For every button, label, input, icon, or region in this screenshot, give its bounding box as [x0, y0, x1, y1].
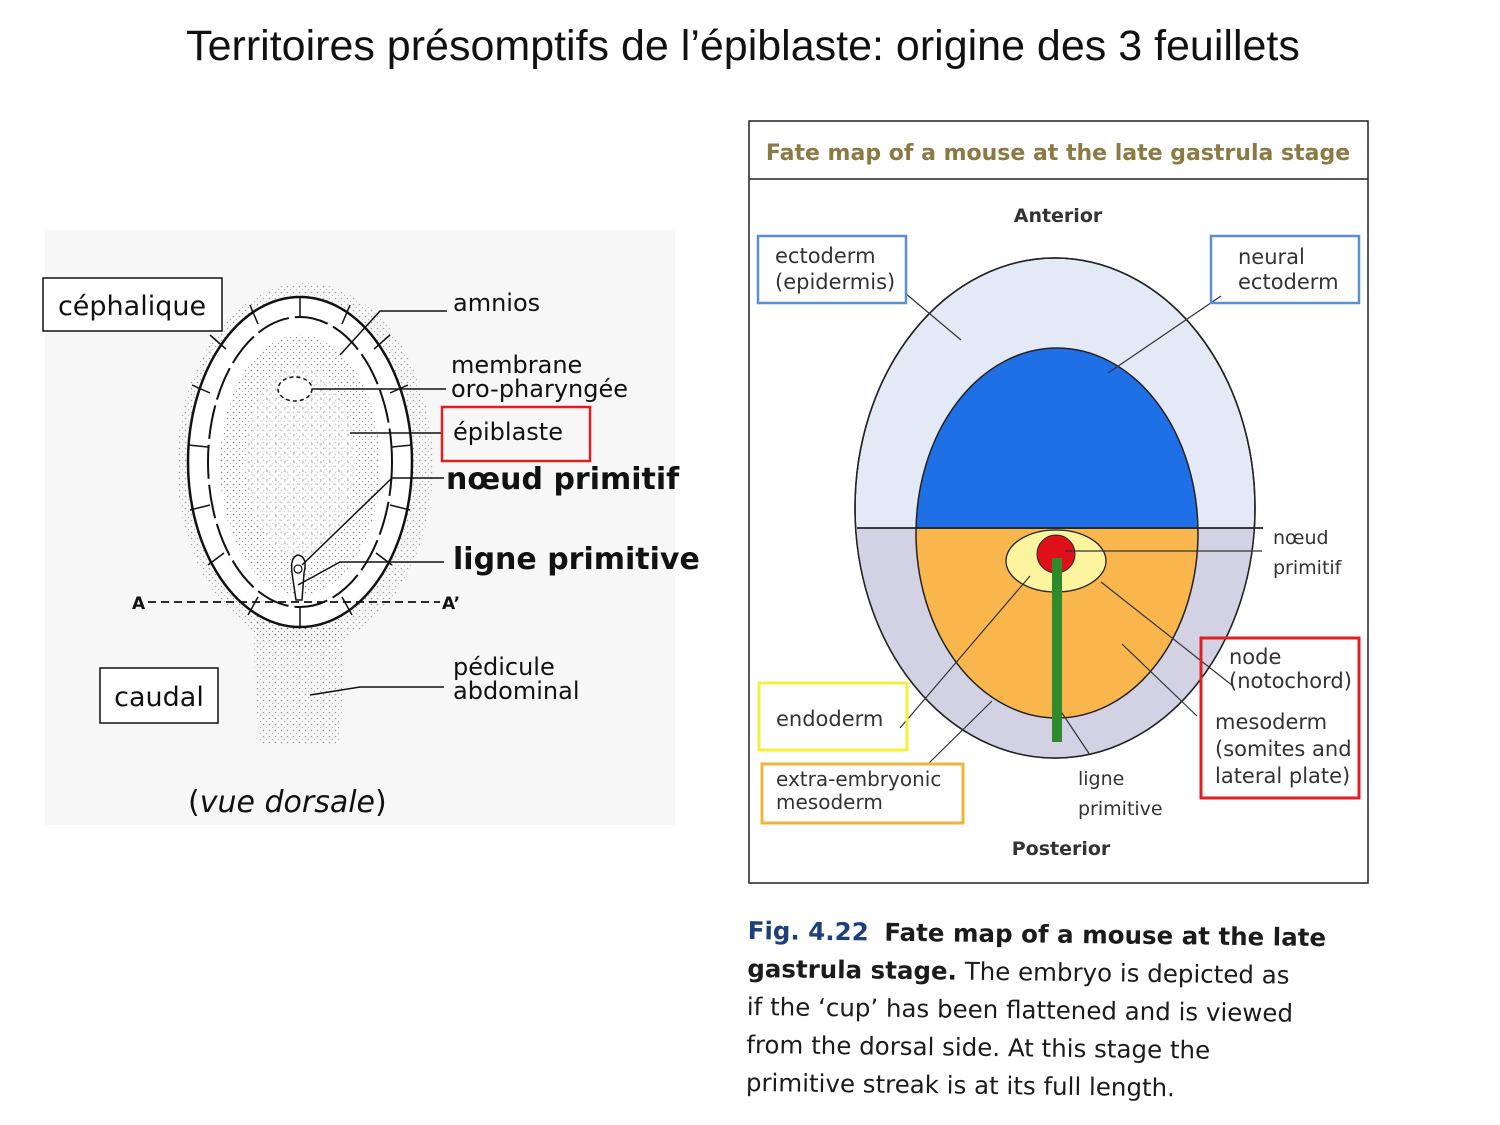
caudal-box: [99, 667, 219, 724]
fate-map-leader-lines: [899, 292, 1262, 764]
outer-oval-outline: [854, 257, 1256, 759]
extraembryonic-box: [760, 762, 965, 825]
label-membrane: membrane: [451, 351, 582, 379]
label-abdominal: abdominal: [453, 677, 580, 705]
label-neural: neural: [1238, 245, 1305, 269]
caudal-label: caudal: [114, 682, 204, 713]
section-label-a-prime: A’: [442, 594, 460, 614]
cephalic-box: [42, 277, 223, 332]
label-endoderm: endoderm: [776, 707, 883, 731]
connecting-stalk: [254, 615, 343, 745]
caption-line-1-rest: Fate map of a mouse at the late: [884, 917, 1327, 953]
label-extra-mesoderm: mesoderm: [776, 790, 883, 814]
ectoderm-box: [756, 234, 908, 305]
caption-line-2-bold: gastrula stage.: [747, 953, 958, 986]
oropharyngeal-membrane: [277, 376, 313, 402]
figure-caption: Fig. 4.22 Fate map of a mouse at the lat…: [746, 912, 1388, 1110]
caption-fig-number: Fig. 4.22: [747, 915, 869, 947]
label-oro-pharyngee: oro-pharyngée: [451, 375, 628, 403]
label-amnios: amnios: [453, 289, 540, 317]
caption-line-5: primitive streak is at its full length.: [745, 1067, 1176, 1103]
label-ligne: ligne: [1078, 768, 1124, 790]
label-posterior: Posterior: [1012, 838, 1111, 860]
leader-lines: [297, 310, 447, 696]
label-somites: (somites and: [1215, 737, 1352, 761]
label-ligne-primitive: ligne primitive: [453, 542, 700, 577]
label-epidermis: (epidermis): [775, 270, 895, 294]
fate-map-figure: Fate map of a mouse at the late gastrula…: [748, 120, 1369, 884]
epiblast-center-dots: [245, 366, 355, 556]
label-neural-ectoderm: ectoderm: [1238, 270, 1339, 294]
figure-header: Fate map of a mouse at the late gastrula…: [766, 141, 1350, 166]
cephalic-label: céphalique: [58, 291, 206, 322]
epiblaste-highlight-box: [440, 405, 592, 463]
label-anterior: Anterior: [1014, 205, 1103, 227]
neural-ectoderm-box: [1209, 234, 1361, 305]
embryo-dorsal-view-diagram: A A’ céphalique caudal amnios membrane o…: [42, 230, 700, 825]
label-ectoderm: ectoderm: [775, 244, 876, 268]
primitive-node-shape: [293, 564, 303, 574]
node-mesoderm-highlight-box: [1199, 636, 1361, 800]
label-notochord: (notochord): [1229, 669, 1352, 693]
label-extra-embryonic: extra-embryonic: [776, 767, 941, 791]
view-caption: (vue dorsale): [188, 785, 387, 820]
caption-line-2-rest: The embryo is depicted as: [964, 956, 1290, 990]
section-label-a: A: [132, 594, 146, 614]
label-epiblaste: épiblaste: [453, 418, 563, 446]
label-noeud: nœud: [1273, 527, 1329, 549]
label-ligne-primitive-right: primitive: [1078, 798, 1163, 820]
label-noeud-primitif: nœud primitif: [446, 462, 680, 497]
label-lateral-plate: lateral plate): [1215, 764, 1350, 788]
slide-title: Territoires présomptifs de l’épiblaste: …: [186, 22, 1300, 70]
label-mesoderm: mesoderm: [1215, 710, 1327, 734]
primitive-streak: [1052, 558, 1062, 742]
endoderm-box: [757, 681, 909, 752]
label-node: node: [1229, 645, 1281, 669]
label-noeud-primitif-right: primitif: [1273, 557, 1343, 579]
label-pedicule: pédicule: [453, 653, 555, 681]
